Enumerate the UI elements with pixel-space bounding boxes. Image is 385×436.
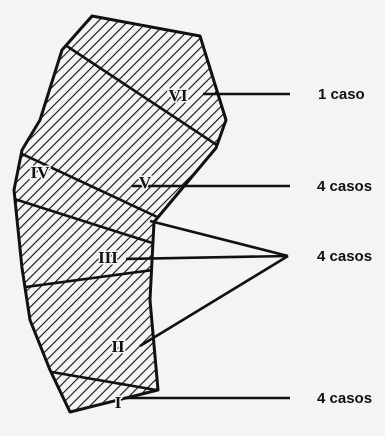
region-label-i: I bbox=[115, 393, 122, 412]
leader-line-iv bbox=[150, 221, 288, 256]
region-label-ii: II bbox=[111, 337, 125, 356]
leader-line-ii bbox=[140, 256, 288, 346]
case-count-label-iv-iii-ii: 4 casos bbox=[317, 248, 372, 265]
case-count-label-i: 4 casos bbox=[317, 390, 372, 407]
case-count-label-vi: 1 caso bbox=[318, 86, 365, 103]
region-label-iv: IV bbox=[31, 163, 51, 182]
case-count-label-v: 4 casos bbox=[317, 178, 372, 195]
region-label-iii: III bbox=[98, 248, 118, 267]
region-label-v: V bbox=[139, 173, 152, 192]
region-label-vi: VI bbox=[169, 86, 188, 105]
